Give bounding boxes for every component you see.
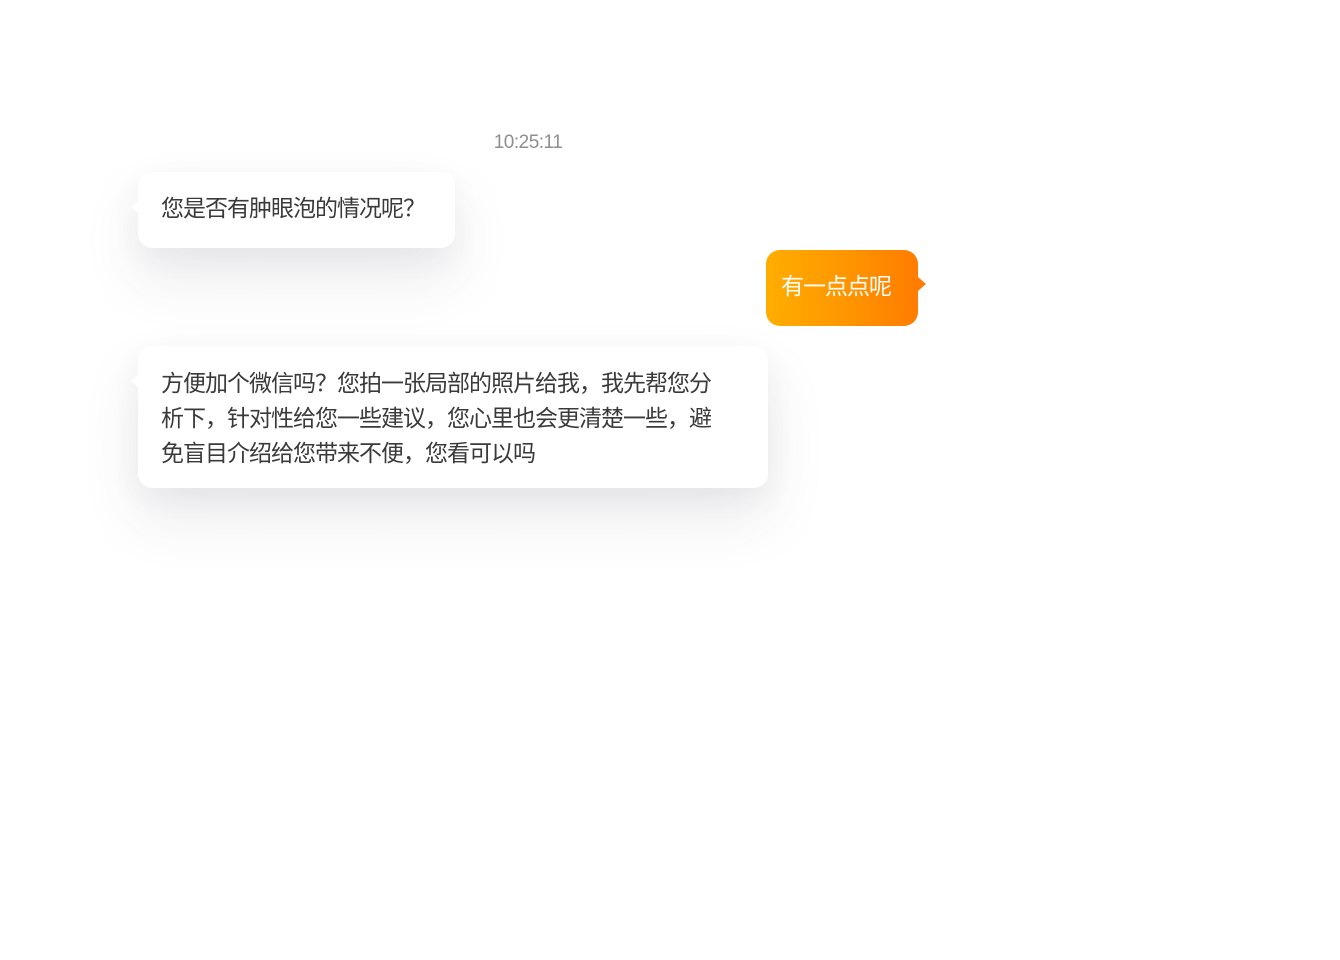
outgoing-message-bubble[interactable]: 有一点点呢 <box>766 250 926 326</box>
message-text: 有一点点呢 <box>781 274 892 300</box>
message-timestamp: 10:25:11 <box>493 132 563 153</box>
incoming-message-bubble[interactable]: 方便加个微信吗？您拍一张局部的照片给我，我先帮您分 析下，针对性给您一些建议，您… <box>131 346 768 488</box>
message-text-line: 析下，针对性给您一些建议，您心里也会更清楚一些，避 <box>161 406 712 432</box>
incoming-message-bubble[interactable]: 您是否有肿眼泡的情况呢？ <box>131 172 455 248</box>
message-text-line: 免盲目介绍给您带来不便，您看可以吗 <box>161 441 536 467</box>
message-text: 您是否有肿眼泡的情况呢？ <box>161 196 426 222</box>
message-text-line: 方便加个微信吗？您拍一张局部的照片给我，我先帮您分 <box>161 371 712 397</box>
